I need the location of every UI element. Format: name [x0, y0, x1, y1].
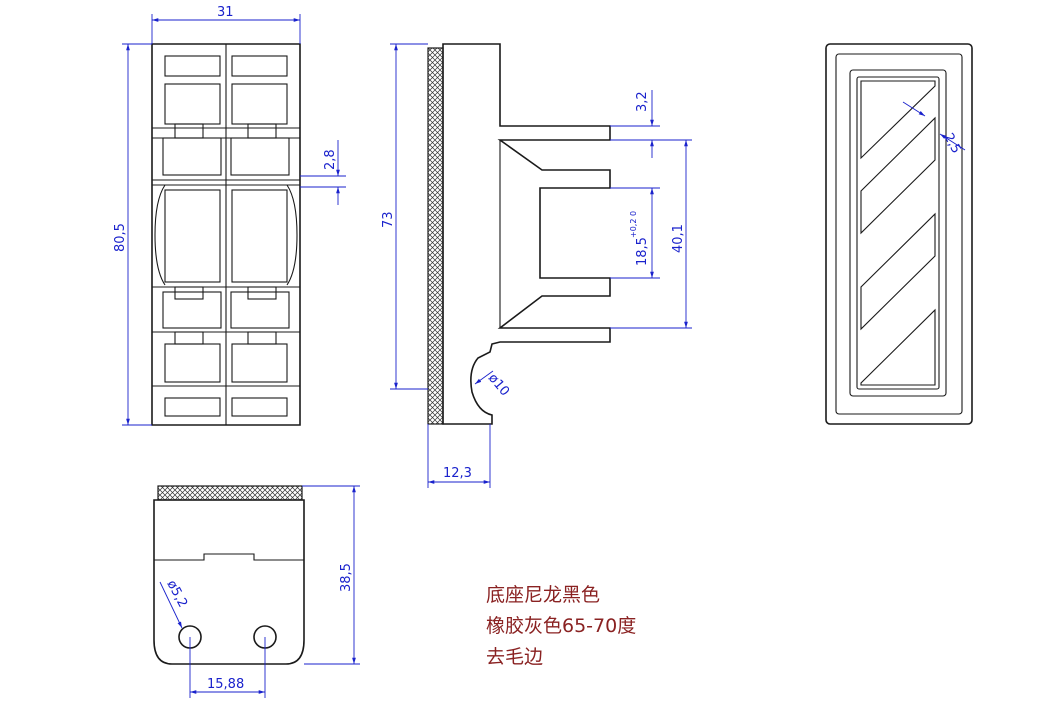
front-view-dimensions: 31 80,5 2,8	[113, 5, 346, 426]
dim-mount-hole: ø5,2	[163, 578, 190, 610]
front-view	[151, 43, 301, 426]
rear-view-dimensions: 2,5	[902, 101, 966, 156]
note-rubber-material: 橡胶灰色65-70度	[486, 615, 636, 637]
note-deburr: 去毛边	[486, 646, 543, 668]
bottom-view	[153, 485, 305, 665]
dim-rib-width: 2,5	[940, 131, 963, 156]
dim-side-height: 73	[381, 211, 396, 228]
dim-opening-height: 40,1	[671, 224, 686, 253]
bottom-view-dimensions: 38,5 ø5,2 15,88	[159, 485, 360, 698]
note-base-material: 底座尼龙黑色	[486, 584, 600, 606]
dim-total-height: 80,5	[113, 223, 128, 252]
dim-bottom-height: 38,5	[339, 563, 354, 592]
dim-hole-spacing: 15,88	[207, 677, 244, 692]
dim-slot-tolerance: +0,2 0	[629, 211, 638, 238]
dim-top-step: 3,2	[635, 91, 650, 112]
dim-slot-width: 18,5	[635, 237, 650, 266]
dim-slot-gap: 2,8	[323, 149, 338, 170]
dim-top-width: 31	[217, 5, 234, 20]
dim-hole-diameter: ø10	[485, 371, 512, 399]
rear-view	[825, 43, 973, 425]
dim-thickness: 12,3	[443, 466, 472, 481]
side-view	[427, 43, 611, 425]
notes: 底座尼龙黑色 橡胶灰色65-70度 去毛边	[486, 584, 636, 668]
